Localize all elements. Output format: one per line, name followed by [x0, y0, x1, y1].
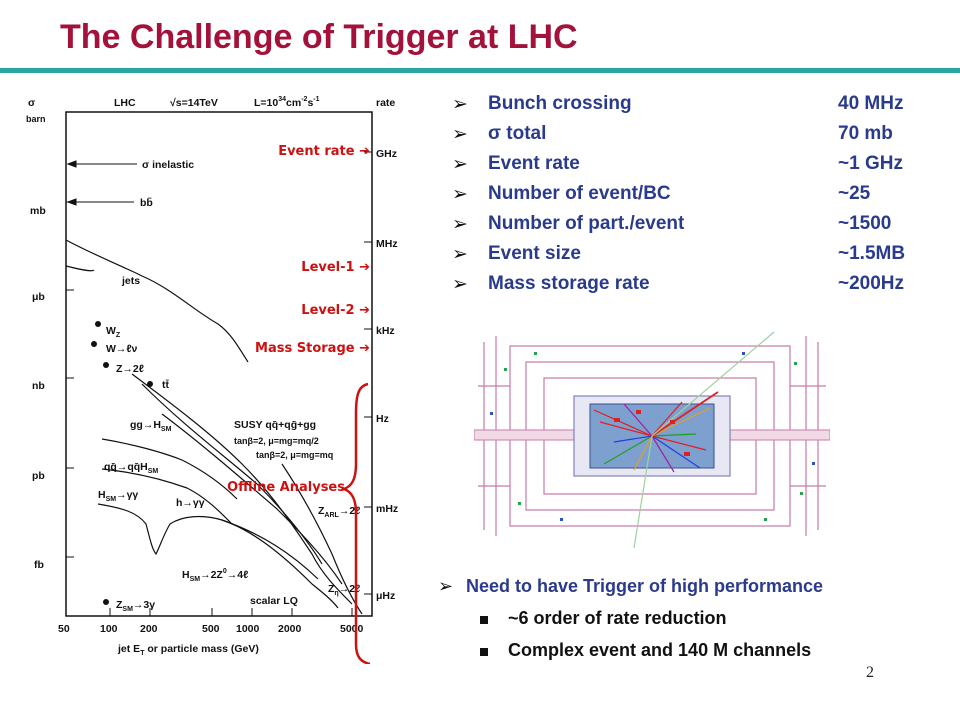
param-row: ➢Number of part./event~1500	[452, 213, 892, 235]
svg-text:tanβ=2, μ=mg=mq: tanβ=2, μ=mg=mq	[256, 450, 333, 460]
square-bullet-icon	[480, 648, 488, 656]
reference-arrows	[66, 160, 137, 206]
header-energy: √s=14TeV	[170, 97, 218, 109]
rate-mhz: MHz	[376, 238, 398, 250]
requirements-list: ➢Need to have Trigger of high performanc…	[438, 576, 948, 672]
label-tt: tt̄	[162, 379, 169, 391]
x-tick-5000: 5000	[340, 623, 364, 635]
arrow-bullet-icon: ➢	[452, 184, 468, 205]
detector-event-display	[474, 322, 830, 550]
rate-tick-labels: GHz MHz kHz Hz mHz μHz	[376, 148, 398, 602]
arrow-bullet-icon: ➢	[452, 124, 468, 145]
label-inelastic: σ inelastic	[142, 159, 194, 171]
label-bb: bb̄	[140, 197, 153, 209]
requirement-sub: Complex event and 140 M channels	[438, 640, 948, 672]
svg-text:qq̄→qq̄HSM: qq̄→qq̄HSM	[104, 461, 158, 475]
requirement-sub: ~6 order of rate reduction	[438, 608, 948, 640]
y-tick-fb: fb	[34, 559, 44, 571]
annotation-level2: Level-2 ➔	[301, 303, 370, 318]
label-z2l: Z→2ℓ	[116, 363, 144, 375]
arrow-bullet-icon: ➢	[452, 154, 468, 175]
rate-ghz: GHz	[376, 148, 397, 160]
rate-uhz: μHz	[376, 590, 395, 602]
label-scalar-lq: scalar LQ	[250, 595, 298, 607]
svg-text:HSM→γγ: HSM→γγ	[98, 489, 138, 503]
curve-qqhsm	[101, 468, 233, 525]
plot-frame	[65, 111, 373, 617]
svg-text:tanβ=2, μ=mg=mq/2: tanβ=2, μ=mg=mq/2	[234, 436, 319, 446]
x-tick-50: 50	[58, 623, 70, 635]
annotation-offline: Offline Analyses	[227, 480, 345, 495]
param-row: ➢Event size~1.5MB	[452, 243, 906, 265]
arrow-bullet-icon: ➢	[452, 244, 468, 265]
svg-text:HSM→2Z0→4ℓ: HSM→2Z0→4ℓ	[182, 568, 248, 583]
curve-susy-b	[141, 383, 323, 565]
label-susy: SUSY qq̄+qḡ+gg	[234, 419, 316, 431]
curve-susy-a	[131, 373, 353, 605]
y-tick-labels: mb μb nb pb fb	[30, 205, 46, 571]
x-tick-100: 100	[100, 623, 118, 635]
cross-section-plot: σ barn LHC √s=14TeV L=1034cm-2s-1 rate m…	[22, 84, 422, 664]
curve-susy-c	[161, 413, 343, 585]
param-row: ➢Event rate~1 GHz	[452, 153, 903, 175]
page-number: 2	[866, 664, 874, 681]
x-tick-2000: 2000	[278, 623, 302, 635]
svg-text:gg→HSM: gg→HSM	[130, 419, 172, 433]
annotation-event-rate: Event rate ➔	[278, 144, 370, 159]
rate-khz: kHz	[376, 325, 395, 337]
x-tick-500: 500	[202, 623, 220, 635]
svg-text:ZARL→2ℓ: ZARL→2ℓ	[318, 505, 360, 519]
y-tick-mb: mb	[30, 205, 46, 217]
curve-short	[65, 265, 95, 272]
header-lhc: LHC	[114, 97, 136, 109]
slide-title: The Challenge of Trigger at LHC	[60, 18, 578, 56]
arrow-bullet-icon: ➢	[452, 274, 468, 295]
svg-text:L=1034cm-2s-1: L=1034cm-2s-1	[254, 96, 320, 109]
curve-gghsm	[101, 438, 238, 500]
header-rate: rate	[376, 97, 395, 109]
requirement-main: ➢Need to have Trigger of high performanc…	[438, 576, 824, 596]
title-divider	[0, 68, 960, 73]
annotation-level1: Level-1 ➔	[301, 260, 370, 275]
x-tick-1000: 1000	[236, 623, 260, 635]
y-unit: barn	[26, 114, 46, 124]
x-tick-labels: 50 100 200 500 1000 2000 5000	[58, 623, 364, 635]
svg-text:ZSM→3γ: ZSM→3γ	[116, 599, 155, 613]
curve-jets	[65, 239, 249, 363]
sigma-symbol: σ	[28, 97, 35, 109]
offline-brace	[340, 382, 371, 664]
curve-hsm4l	[221, 519, 319, 580]
param-row: ➢Number of event/BC~25	[452, 183, 871, 205]
y-tick-pb: pb	[32, 470, 45, 482]
curve-hsm-gg	[97, 503, 339, 609]
square-bullet-icon	[480, 616, 488, 624]
x-axis-label: jet ET or particle mass (GeV)	[117, 643, 259, 657]
y-tick-nb: nb	[32, 380, 45, 392]
arrow-bullet-icon: ➢	[452, 214, 468, 235]
cross-section-curves	[65, 239, 363, 615]
arrow-bullet-icon: ➢	[438, 576, 454, 596]
svg-text:WZ: WZ	[106, 325, 121, 339]
x-tick-200: 200	[140, 623, 158, 635]
label-wlnu: W→ℓν	[106, 343, 138, 355]
y-tick-ub: μb	[32, 291, 45, 303]
param-row: ➢Mass storage rate~200Hz	[452, 273, 905, 295]
rate-hz: Hz	[376, 413, 389, 425]
rate-mhz-milli: mHz	[376, 503, 398, 515]
label-hgg: h→γγ	[176, 497, 205, 509]
annotation-mass-storage: Mass Storage ➔	[255, 341, 370, 356]
label-jets: jets	[121, 275, 140, 287]
curve-zarl	[281, 463, 363, 615]
process-points	[91, 321, 153, 605]
arrow-bullet-icon: ➢	[452, 94, 468, 115]
